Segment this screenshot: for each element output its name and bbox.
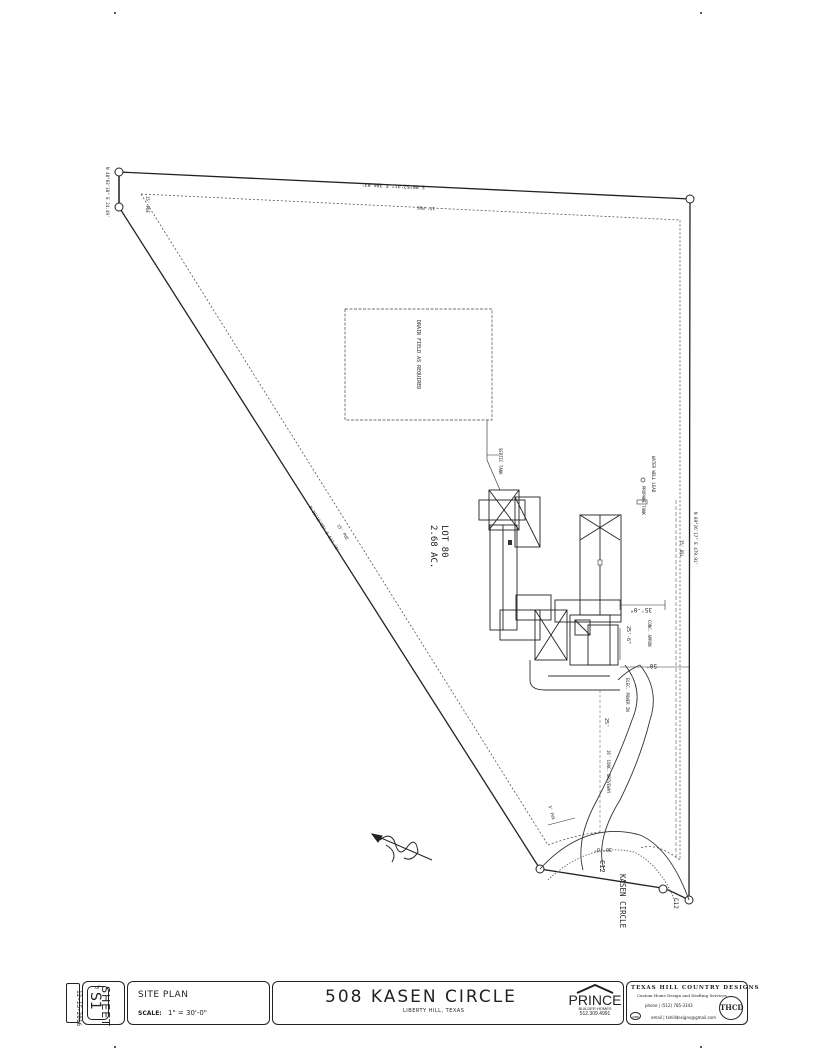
rear-setback-label: 75' BSL <box>679 540 684 557</box>
house-footprint <box>478 489 622 666</box>
project-city: LIBERTY HILL, TEXAS <box>403 1008 465 1014</box>
firm-phone: phone | (512) 785-3343 <box>645 1003 693 1008</box>
right-bearing-label: N 89°26'17" E 479.91' <box>693 512 698 565</box>
equipment-mark <box>597 559 603 566</box>
kasen-circle-road-curve <box>539 831 690 905</box>
drain-field <box>344 308 493 421</box>
lot-acreage-label: 2.68 AC. <box>428 525 438 568</box>
firm-block: TEXAS HILL COUNTRY DESIGNS Custom Home D… <box>626 981 758 1025</box>
driveway-label: 16' CONC. DRIVEWAY <box>606 750 611 794</box>
registration-mark-bottom-right <box>700 1046 702 1048</box>
top-left-corner-pue-label: 15' PUE <box>145 196 150 213</box>
drawing-title-block: SITE PLAN SCALE: 1" = 30'-0" <box>127 981 270 1025</box>
firm-monogram-icon: THCD <box>719 996 743 1020</box>
builder-logo: PRINCE BUILDER HOMES 512.309.4991 <box>565 984 625 1024</box>
propane-tank-symbol <box>636 499 648 505</box>
left-pue-label: 15' PUE <box>336 523 350 541</box>
registration-mark-top-right <box>700 12 702 14</box>
builder-name: PRINCE <box>568 992 622 1008</box>
street-name-label: KASEN CIRCLE <box>618 874 627 929</box>
north-arrow <box>370 833 433 863</box>
curve-c12-upper-label: C12 <box>672 898 679 909</box>
lot-number-label: LOT 80 <box>439 525 449 558</box>
drain-field-label: DRAIN FIELD AS REQUIRED <box>415 320 421 389</box>
sheet-date: 12-15-2016 <box>75 990 82 1027</box>
project-address: 508 KASEN CIRCLE <box>325 987 517 1007</box>
septic-line <box>486 420 501 491</box>
power-setback-label: 25' <box>603 718 609 727</box>
registration-mark-top-left <box>114 12 116 14</box>
dimension-lines <box>619 600 690 668</box>
firm-email: email | txhilldesigns@gmail.com <box>651 1015 717 1020</box>
top-pue-label: 15' PUE <box>417 205 435 211</box>
scale-label: SCALE: <box>138 1010 162 1017</box>
top-bearing-label: S 00°52'41" E 386.03' <box>362 181 425 190</box>
project-block: 508 KASEN CIRCLE LIBERTY HILL, TEXAS PRI… <box>272 981 624 1025</box>
firm-tagline: Custom Home Design and Drafting Services <box>637 993 727 998</box>
equipment-mark <box>508 540 512 545</box>
sheet-number-frame <box>87 986 109 1020</box>
driveway-width-label: 50' <box>646 662 657 669</box>
driveway <box>529 660 654 871</box>
aibd-badge-icon: AIBD <box>630 1012 641 1020</box>
setback-lines <box>140 193 681 861</box>
curve-dimension-label: 30'-0" <box>594 846 612 852</box>
propane-tank-label: PROPANE TANK <box>641 486 646 515</box>
builder-subtitle: BUILDER HOMES <box>578 1006 612 1011</box>
drawing-title: SITE PLAN <box>138 990 189 1000</box>
date-block: 12-15-2016 <box>66 983 82 1027</box>
setback-dimension-label: 35'-0" <box>630 606 652 613</box>
pue-leader <box>547 817 576 826</box>
apron-label: CONC. APRON <box>647 620 652 647</box>
lot-corner-pins <box>114 167 695 905</box>
left-short-bearing-label: N 48°03'38" E 24.49' <box>105 167 110 217</box>
curve-c12-label: C12 <box>598 860 606 873</box>
apron-dimension-label: 25'-6" <box>625 626 631 644</box>
builder-phone: 512.309.4991 <box>579 1011 611 1017</box>
house-roof-icon <box>576 984 614 994</box>
property-boundary <box>118 171 691 902</box>
water-well-label: WATER WELL LEAD <box>651 456 656 493</box>
firm-name: TEXAS HILL COUNTRY DESIGNS <box>631 985 760 991</box>
sheet-of-label: of <box>95 985 100 991</box>
small-pue-label: 5' PUE <box>548 805 557 821</box>
registration-mark-bottom-left <box>114 1046 116 1048</box>
electric-power-label: ELEC. POWER IN <box>625 678 630 712</box>
sheet-word: SHEET <box>99 986 112 1027</box>
sheet-number-block: S1 of SHEET <box>82 981 125 1027</box>
left-bearing-label: N 39°10'08" E 511.10' <box>308 505 341 552</box>
septic-tank-label: SEPTIC TANK <box>498 448 503 475</box>
water-well-symbol <box>640 477 646 483</box>
scale-value: 1" = 30'-0" <box>168 1009 208 1017</box>
